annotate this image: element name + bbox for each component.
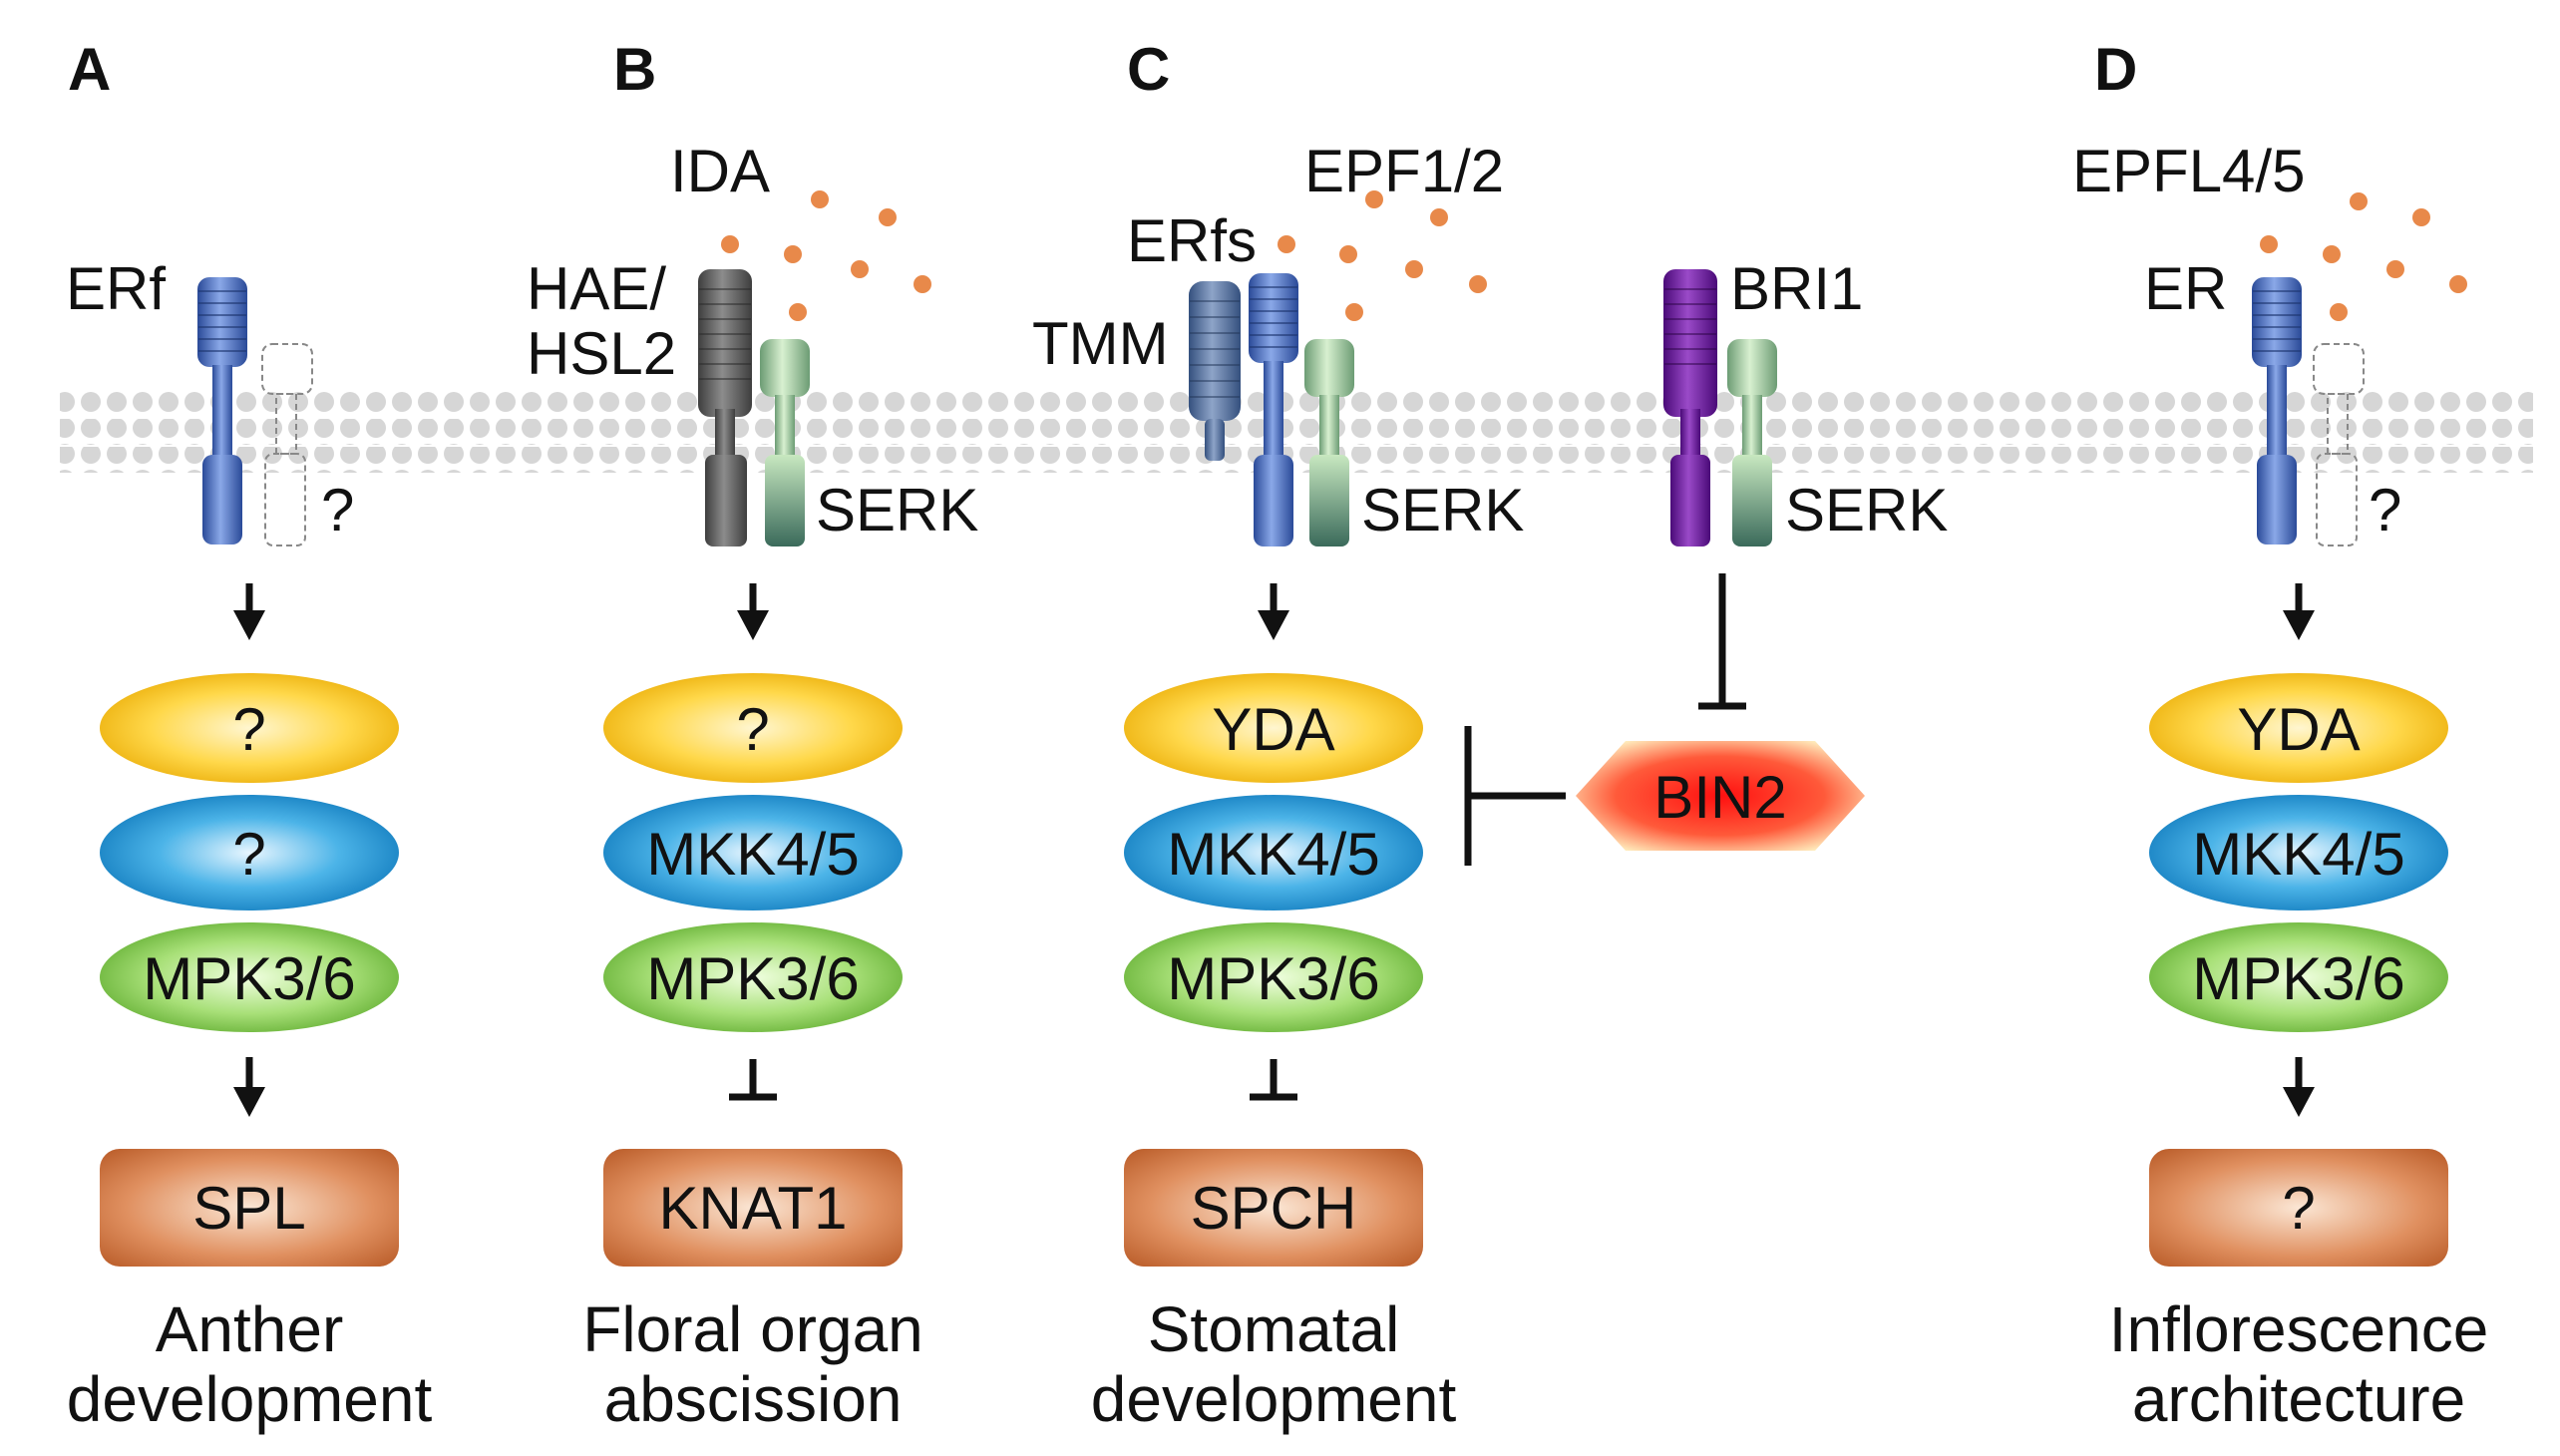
panel-b: B IDA HAE/ HSL2 SER [527, 36, 978, 1435]
coreceptor-label-serk-bri1: SERK [1785, 477, 1948, 544]
ligand-label-epfl45: EPFL4/5 [2072, 138, 2305, 204]
mapkk-label-a: ? [232, 821, 265, 888]
er-receptor [2251, 276, 2303, 545]
erfs-receptor [1248, 272, 1299, 546]
mapk-node-b [603, 922, 903, 1032]
arrow-d-2 [2283, 1057, 2315, 1117]
epf-ligand-dots [1278, 190, 1487, 321]
panel-a: A ERf ? ? ? MPK3/6 SPL Anth [66, 36, 432, 1435]
arrow-a-1 [233, 583, 265, 640]
receptor-label-bri1: BRI1 [1730, 255, 1863, 322]
caption-a-line2: development [67, 1363, 433, 1435]
serk-coreceptor-bri1 [1727, 339, 1777, 546]
unknown-coreceptor [261, 343, 313, 546]
mapkk-node-b [603, 795, 903, 910]
receptor-label-hsl2: HSL2 [527, 320, 676, 387]
receptor-label-hae: HAE/ [527, 255, 666, 322]
serk-coreceptor-b [760, 339, 810, 546]
panel-letter-c: C [1127, 36, 1170, 103]
mapk-node-c [1124, 922, 1423, 1032]
target-box-b [603, 1149, 903, 1267]
inhibit-b [729, 1059, 777, 1101]
mapk-label-a: MPK3/6 [143, 945, 355, 1012]
erf-receptor [196, 276, 248, 545]
panel-d: D EPFL4/5 ER ? YDA MKK4/5 MPK3/6 [2072, 36, 2488, 1435]
inhibit-bin2-mapk [1464, 726, 1566, 866]
mapkkk-label-a: ? [232, 696, 265, 763]
receptor-label-erf: ERf [66, 255, 166, 322]
target-box-c [1124, 1149, 1423, 1267]
target-box-a [100, 1149, 399, 1267]
hae-hsl2-receptor [698, 269, 752, 546]
mapkk-node-a [100, 795, 399, 910]
coreceptor-label-d: ? [2369, 477, 2401, 544]
unknown-coreceptor-d [2313, 343, 2365, 546]
target-label-knat1: KNAT1 [659, 1175, 848, 1242]
mapkk-label-c: MKK4/5 [1167, 821, 1379, 888]
inhibit-c [1250, 1059, 1297, 1101]
caption-b-line1: Floral organ [582, 1293, 923, 1365]
target-box-d [2149, 1149, 2448, 1267]
caption-a-line1: Anther [156, 1293, 344, 1365]
target-label-d: ? [2282, 1175, 2315, 1242]
coreceptor-label-a: ? [321, 477, 354, 544]
ligand-label-epf12: EPF1/2 [1304, 138, 1504, 204]
ida-ligand-dots [721, 190, 931, 321]
mapkkk-label-yda-c: YDA [1212, 696, 1334, 763]
panel-letter-a: A [68, 36, 111, 103]
epfl-ligand-dots [2260, 192, 2467, 321]
bin2-node [1576, 741, 1865, 851]
mapk-label-b: MPK3/6 [646, 945, 859, 1012]
mapkk-node-d [2149, 795, 2448, 910]
mapk-label-c: MPK3/6 [1167, 945, 1379, 1012]
panel-letter-d: D [2094, 36, 2137, 103]
bri1-receptor [1663, 269, 1717, 546]
panel-c: C EPF1/2 ERfs TMM [1032, 36, 1948, 1435]
tmm-label: TMM [1032, 310, 1169, 377]
plasma-membrane [60, 391, 2533, 473]
mapkk-label-d: MKK4/5 [2192, 821, 2404, 888]
mapkkk-label-b: ? [736, 696, 769, 763]
mapk-node-a [100, 922, 399, 1032]
mapkkk-node-a [100, 673, 399, 783]
serk-coreceptor-c [1304, 339, 1354, 546]
arrow-d-1 [2283, 583, 2315, 640]
receptor-label-erfs: ERfs [1127, 207, 1257, 274]
arrow-c-1 [1258, 583, 1289, 640]
coreceptor-label-serk-c: SERK [1361, 477, 1524, 544]
tmm-receptor [1189, 281, 1241, 461]
target-label-spch: SPCH [1191, 1175, 1357, 1242]
panel-letter-b: B [613, 36, 656, 103]
arrow-a-2 [233, 1057, 265, 1117]
caption-c-line2: development [1091, 1363, 1457, 1435]
mapkkk-node-b [603, 673, 903, 783]
caption-b-line2: abscission [604, 1363, 903, 1435]
caption-d-line2: architecture [2132, 1363, 2465, 1435]
mapk-node-d [2149, 922, 2448, 1032]
ligand-label-ida: IDA [670, 138, 770, 204]
inhibit-bri1-bin2 [1698, 573, 1746, 710]
mapkk-label-b: MKK4/5 [646, 821, 859, 888]
mapkkk-node-c [1124, 673, 1423, 783]
receptor-label-er: ER [2144, 255, 2227, 322]
caption-c-line1: Stomatal [1148, 1293, 1400, 1365]
mapkkk-label-yda-d: YDA [2237, 696, 2360, 763]
mapkkk-node-d [2149, 673, 2448, 783]
coreceptor-label-serk-b: SERK [816, 477, 978, 544]
mapk-label-d: MPK3/6 [2192, 945, 2404, 1012]
target-label-spl: SPL [192, 1175, 305, 1242]
caption-d-line1: Inflorescence [2109, 1293, 2489, 1365]
arrow-b-1 [737, 583, 769, 640]
bin2-label: BIN2 [1653, 764, 1786, 831]
mapkk-node-c [1124, 795, 1423, 910]
